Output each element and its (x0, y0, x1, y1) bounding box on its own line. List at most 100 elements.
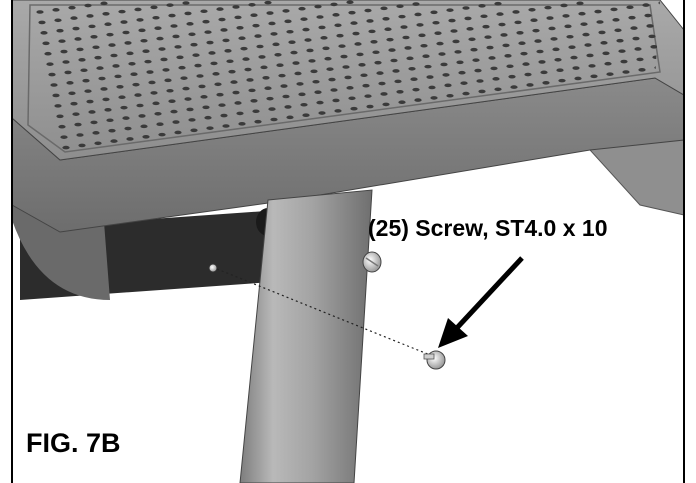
seat-hole (136, 18, 144, 22)
seat-hole (596, 20, 604, 24)
seat-hole (202, 19, 210, 24)
seat-hole (248, 2, 256, 7)
seat-hole (366, 19, 374, 23)
seat-hole (478, 89, 486, 94)
seat-hole (356, 52, 364, 57)
seat-hole (528, 7, 536, 12)
seat-hole (92, 131, 100, 135)
seat-hole (240, 46, 248, 51)
seat-hole (194, 63, 202, 68)
seat-hole (188, 32, 196, 37)
seat-hole (594, 9, 602, 14)
seat-hole (456, 60, 464, 65)
seat-hole (626, 5, 634, 10)
seat-hole (330, 88, 338, 92)
seat-hole (172, 120, 180, 124)
seat-hole (440, 62, 448, 67)
seat-hole (614, 28, 622, 33)
seat-hole (546, 16, 554, 20)
seat-hole (362, 83, 370, 88)
seat-hole (130, 72, 138, 77)
seat-hole (426, 75, 434, 79)
seat-hole (520, 51, 528, 56)
seat-hole (212, 72, 220, 76)
seat-hole (286, 115, 294, 120)
seat-hole (156, 122, 164, 126)
seat-hole (122, 116, 130, 120)
seat-hole (132, 82, 140, 87)
seat-hole (232, 90, 240, 95)
seat-hole (220, 28, 228, 32)
seat-hole (562, 14, 570, 18)
seat-hole (248, 88, 256, 93)
seat-hole (366, 104, 374, 109)
seat-hole (234, 15, 242, 20)
seat-hole (114, 74, 122, 79)
seat-hole (628, 15, 636, 20)
seat-hole (526, 83, 534, 87)
seat-hole (542, 80, 550, 85)
seat-hole (74, 122, 82, 127)
seat-hole (48, 72, 56, 77)
seat-hole (318, 111, 326, 115)
seat-hole (370, 40, 378, 44)
seat-hole (124, 41, 132, 45)
seat-hole (648, 34, 656, 39)
seat-hole (438, 52, 446, 56)
seat-hole (38, 20, 46, 25)
seat-hole (446, 93, 454, 98)
seat-hole (376, 71, 384, 75)
seat-hole (154, 26, 162, 30)
seat-hole (58, 39, 66, 43)
seat-hole (326, 67, 334, 71)
seat-hole (270, 117, 278, 122)
alignment-line (216, 268, 431, 356)
seat-hole (684, 51, 691, 55)
seat-hole (480, 14, 488, 19)
seat-hole (116, 85, 124, 89)
seat-hole (190, 42, 198, 47)
seat-hole (272, 42, 280, 47)
seat-hole (374, 60, 382, 65)
seat-hole (550, 37, 558, 41)
seat-hole (294, 71, 302, 76)
seat-hole (52, 93, 60, 98)
seat-hole (84, 3, 92, 8)
seat-hole (612, 18, 620, 22)
seat-hole (364, 8, 372, 13)
seat-hole (262, 75, 270, 80)
seat-hole (434, 31, 442, 35)
seat-hole (338, 44, 346, 48)
seat-hole (242, 57, 250, 61)
seat-hole (428, 85, 436, 90)
seat-hole (466, 27, 474, 31)
seat-hole (252, 23, 260, 28)
seat-hole (128, 61, 136, 66)
seat-hole (388, 48, 396, 52)
seat-hole (544, 5, 552, 10)
seat-hole (54, 18, 62, 23)
seat-hole (530, 18, 538, 23)
seat-hole (234, 101, 242, 105)
seat-hole (330, 2, 338, 7)
seat-hole (342, 65, 350, 69)
seat-hole (310, 69, 318, 74)
seat-hole (404, 46, 412, 50)
seat-hole (336, 33, 344, 38)
seat-hole (70, 101, 78, 106)
seat-hole (170, 109, 178, 114)
seat-hole (414, 12, 422, 17)
seat-hole (90, 120, 98, 125)
seat-hole (284, 105, 292, 109)
seat-hole (568, 45, 576, 49)
seat-hole (536, 49, 544, 54)
seat-hole (348, 96, 356, 101)
seat-hole (352, 31, 360, 36)
seat-hole (386, 37, 394, 42)
seat-hole (638, 68, 646, 72)
seat-hole (172, 34, 180, 39)
seat-hole (382, 102, 390, 107)
seat-hole (488, 56, 496, 60)
seat-hole (598, 30, 606, 35)
seat-hole (516, 31, 524, 35)
